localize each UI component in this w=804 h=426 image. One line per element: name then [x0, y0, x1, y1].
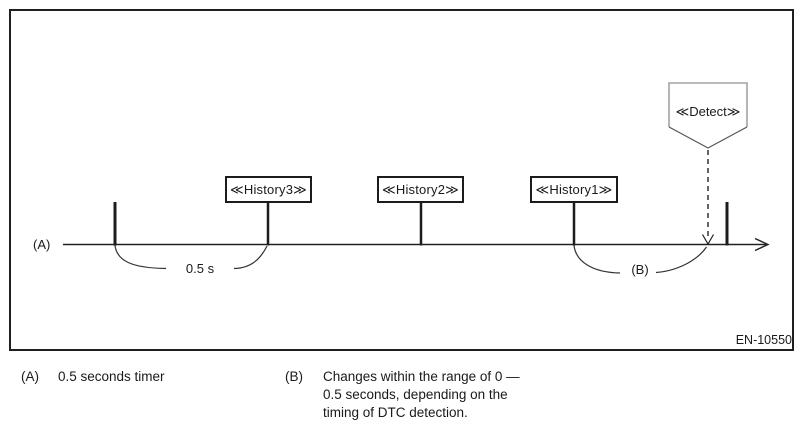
legend-text-b: Changes within the range of 0 — 0.5 seco… [323, 368, 520, 422]
figure-border [9, 9, 794, 351]
history2-label: ≪History2≫ [382, 181, 459, 197]
interval-label: 0.5 s [185, 261, 215, 276]
figure-code: EN-10550 [735, 333, 792, 347]
interval-brace-right [233, 245, 268, 270]
legend-text-b-line1: Changes within the range of 0 — [323, 369, 520, 384]
range-brace-left [573, 245, 621, 274]
history1-label: ≪History1≫ [535, 181, 613, 197]
history3-label: ≪History3≫ [230, 181, 307, 197]
legend-text-b-line3: timing of DTC detection. [323, 405, 468, 420]
detect-label: ≪Detect≫ [675, 104, 741, 119]
detect-pointer-arrowhead-icon [701, 234, 715, 246]
history1-box: ≪History1≫ [530, 176, 618, 203]
history2-box: ≪History2≫ [377, 176, 464, 203]
detect-banner-outline-upper [668, 82, 748, 127]
legend-text-a: 0.5 seconds timer [58, 369, 165, 384]
detect-banner-shape [669, 83, 747, 148]
timeline-axis-label: (A) [33, 237, 51, 252]
legend-text-b-line2: 0.5 seconds, depending on the [323, 387, 508, 402]
range-label: (B) [631, 262, 649, 277]
legend-key-b: (B) [285, 369, 303, 384]
history3-box: ≪History3≫ [225, 176, 312, 203]
interval-brace-left [114, 245, 167, 270]
timeline-arrowhead-icon [754, 237, 770, 252]
legend-key-a: (A) [21, 369, 39, 384]
detect-banner-outline-lower [668, 126, 748, 149]
range-brace-right [655, 246, 707, 274]
